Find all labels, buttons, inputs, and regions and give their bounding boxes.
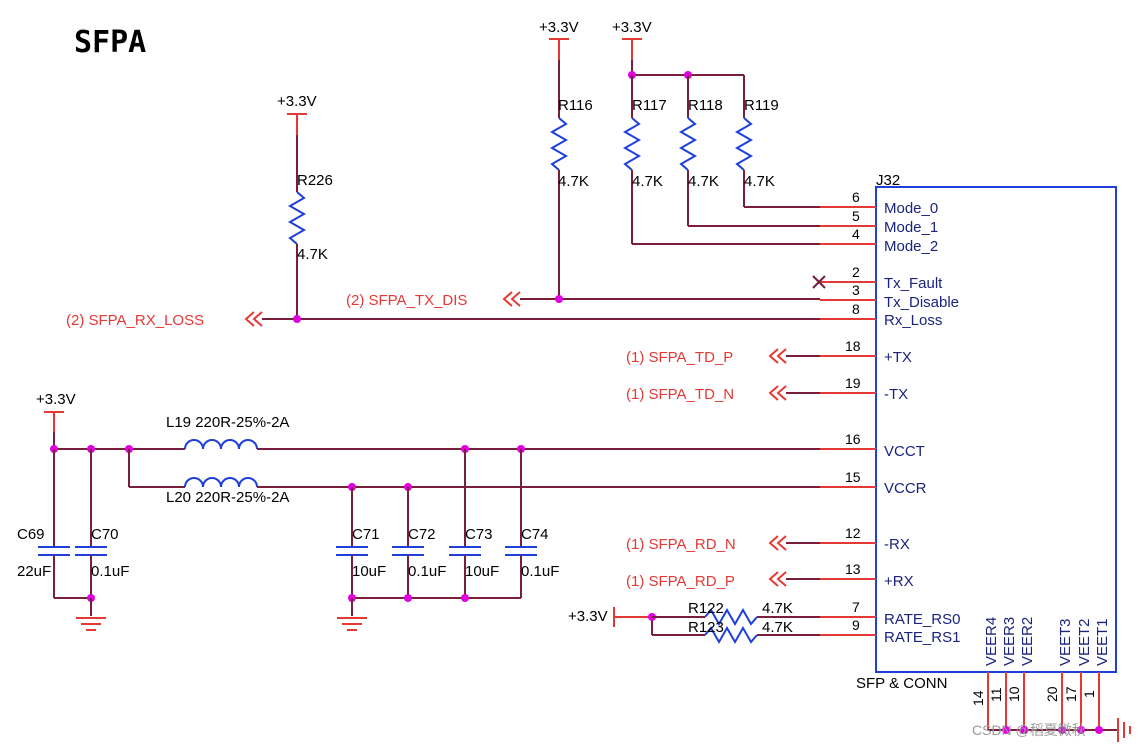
pin-num: 17 (1063, 686, 1079, 702)
inductor-label: L20 220R-25%-2A (166, 489, 289, 506)
pin-label: Tx_Fault (884, 275, 943, 292)
resistor-ref: R117 (632, 97, 667, 114)
cap-value: 0.1uF (408, 563, 446, 580)
pin-label: -RX (884, 536, 910, 553)
pin-num: 2 (852, 264, 860, 280)
watermark: CSDN @稻夏微秋 (972, 722, 1086, 738)
pin-num: 7 (852, 599, 860, 615)
cap-ref: C72 (408, 526, 436, 543)
pin-label: VCCR (884, 480, 927, 497)
pin-num: 19 (845, 375, 861, 391)
pin-label: Rx_Loss (884, 312, 942, 329)
bottom-pins (987, 672, 1131, 742)
pin-label: VEET1 (1094, 618, 1111, 666)
resistor-value: 4.7K (744, 173, 775, 190)
pin-num: 8 (852, 301, 860, 317)
pin-num: 18 (845, 338, 861, 354)
pin-num: 14 (970, 690, 986, 706)
pin-labels: Mode_0 Mode_1 Mode_2 Tx_Fault Tx_Disable… (884, 200, 960, 646)
pin-num: 1 (1081, 690, 1097, 698)
pin-num: 5 (852, 208, 860, 224)
svg-text:+3.3V: +3.3V (539, 19, 579, 36)
inductor-label: L19 220R-25%-2A (166, 414, 289, 431)
pin-label: RATE_RS0 (884, 611, 960, 628)
pin-label: VEER4 (983, 617, 1000, 666)
pin-num: 12 (845, 525, 861, 541)
cap-ref: C69 (17, 526, 45, 543)
pin-label: Mode_0 (884, 200, 938, 217)
pin-numbers: 6 5 4 2 3 8 18 19 16 15 12 13 7 9 (845, 189, 861, 633)
cap-ref: C74 (521, 526, 549, 543)
net-arrow (502, 291, 521, 307)
power-symbol: +3.3V (277, 93, 317, 135)
resistor-ref: R119 (744, 97, 779, 114)
resistor-ref: R123 (688, 619, 724, 636)
net-arrow (244, 311, 263, 327)
pin-num: 10 (1006, 686, 1022, 702)
resistor-value: 4.7K (762, 600, 793, 617)
ground-symbol (76, 617, 106, 631)
ground-symbol (337, 617, 367, 631)
cap-value: 10uF (352, 563, 386, 580)
svg-text:+3.3V: +3.3V (277, 93, 317, 110)
pin-label: +RX (884, 573, 914, 590)
cap-ref: C71 (352, 526, 380, 543)
net-label-rd-n: (1) SFPA_RD_N (626, 536, 736, 553)
cap-value: 10uF (465, 563, 499, 580)
cap-ref: C70 (91, 526, 119, 543)
power-symbol: +3.3V (568, 607, 652, 627)
pin-label: VEER3 (1001, 617, 1018, 666)
pin-label: Mode_1 (884, 219, 938, 236)
net-label-tx-dis: (2) SFPA_TX_DIS (346, 292, 467, 309)
resistor-ref: R122 (688, 600, 724, 617)
pin-label: VCCT (884, 443, 925, 460)
net-label-td-p: (1) SFPA_TD_P (626, 349, 733, 366)
pin-label: RATE_RS1 (884, 629, 960, 646)
net-label-rx-loss: (2) SFPA_RX_LOSS (66, 312, 204, 329)
pin-label: Mode_2 (884, 238, 938, 255)
power-symbol: +3.3V (539, 19, 579, 60)
pin-num: 4 (852, 226, 860, 242)
power-symbol: +3.3V (612, 19, 652, 60)
resistor-value: 4.7K (762, 619, 793, 636)
resistor-ref: R118 (688, 97, 723, 114)
resistor-value: 4.7K (297, 246, 328, 263)
resistor-value: 4.7K (632, 173, 663, 190)
pin-label: -TX (884, 386, 908, 403)
pin-num: 15 (845, 469, 861, 485)
connector-name: SFP & CONN (856, 675, 947, 692)
pin-label: VEET2 (1076, 618, 1093, 666)
pin-label: Tx_Disable (884, 294, 959, 311)
pin-num: 6 (852, 189, 860, 205)
bottom-pin-labels: VEER4 VEER3 VEER2 VEET3 VEET2 VEET1 14 1… (970, 617, 1111, 706)
pin-num: 11 (988, 687, 1004, 702)
pin-num: 9 (852, 617, 860, 633)
resistor-value: 4.7K (688, 173, 719, 190)
power-symbol: +3.3V (36, 391, 76, 432)
pin-num: 16 (845, 431, 861, 447)
resistor-ref: R116 (558, 97, 593, 114)
connector-body (875, 186, 1117, 673)
svg-text:+3.3V: +3.3V (36, 391, 76, 408)
cap-value: 22uF (17, 563, 51, 580)
connector-pins (820, 206, 876, 636)
pin-num: 13 (845, 561, 861, 577)
sheet-title: SFPA (74, 25, 146, 60)
resistor-ref: R226 (297, 172, 333, 189)
svg-text:+3.3V: +3.3V (612, 19, 652, 36)
pin-label: VEER2 (1019, 617, 1036, 666)
net-label-td-n: (1) SFPA_TD_N (626, 386, 734, 403)
cap-ref: C73 (465, 526, 493, 543)
cap-value: 0.1uF (521, 563, 559, 580)
pin-label: VEET3 (1057, 618, 1074, 666)
pin-num: 3 (852, 282, 860, 298)
resistor-value: 4.7K (558, 173, 589, 190)
connector-ref: J32 (876, 172, 900, 189)
net-label-rd-p: (1) SFPA_RD_P (626, 573, 735, 590)
svg-text:+3.3V: +3.3V (568, 608, 608, 625)
cap-value: 0.1uF (91, 563, 129, 580)
pin-num: 20 (1044, 686, 1060, 702)
pin-label: +TX (884, 349, 912, 366)
